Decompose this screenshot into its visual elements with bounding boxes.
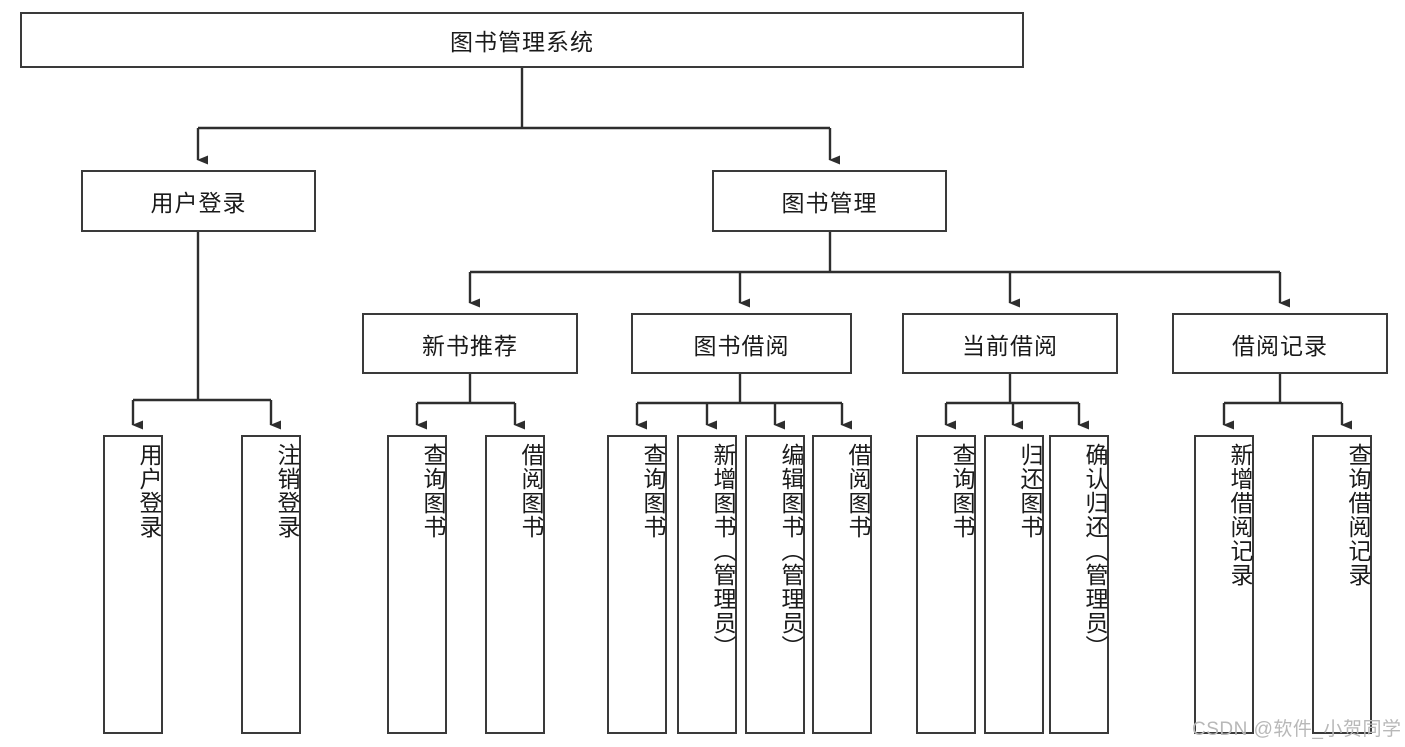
node-label: 新书推荐 (422, 332, 518, 359)
leaf-current-borrow-return-book[interactable]: 归还图书 (984, 435, 1044, 734)
node-book-management[interactable]: 图书管理 (712, 170, 947, 232)
leaf-borrow-record-add-record[interactable]: 新增借阅记录 (1194, 435, 1254, 734)
leaf-current-borrow-query-book[interactable]: 查询图书 (916, 435, 976, 734)
node-label: 借阅图书 (518, 443, 544, 539)
node-label: 图书借阅 (693, 332, 790, 359)
node-label: 注销登录 (274, 443, 300, 539)
leaf-new-book-query-book[interactable]: 查询图书 (387, 435, 447, 734)
node-book-borrow[interactable]: 图书借阅 (631, 313, 852, 374)
node-new-book-recommend[interactable]: 新书推荐 (362, 313, 578, 374)
leaf-book-borrow-borrow-book[interactable]: 借阅图书 (812, 435, 872, 734)
node-label: 归还图书 (1017, 443, 1043, 539)
node-label: 图书管理系统 (450, 29, 594, 55)
node-label: 当前借阅 (962, 332, 1058, 359)
leaf-book-borrow-add-book[interactable]: 新增图书（管理员） (677, 435, 737, 734)
node-label: 用户登录 (136, 443, 162, 539)
leaf-user-login-logout[interactable]: 注销登录 (241, 435, 301, 734)
node-label: 查询图书 (640, 443, 666, 539)
leaf-book-borrow-query-book[interactable]: 查询图书 (607, 435, 667, 734)
node-root-system[interactable]: 图书管理系统 (20, 12, 1024, 68)
node-label: 新增借阅记录 (1227, 443, 1253, 587)
node-label: 确认归还（管理员） (1082, 443, 1108, 659)
node-label: 查询图书 (420, 443, 446, 539)
node-label: 借阅图书 (845, 443, 871, 539)
leaf-current-borrow-confirm-return[interactable]: 确认归还（管理员） (1049, 435, 1109, 734)
leaf-book-borrow-edit-book[interactable]: 编辑图书（管理员） (745, 435, 805, 734)
node-label: 查询图书 (949, 443, 975, 539)
node-borrow-record[interactable]: 借阅记录 (1172, 313, 1388, 374)
node-label: 编辑图书（管理员） (778, 443, 804, 659)
node-label: 图书管理 (781, 190, 878, 216)
node-label: 查询借阅记录 (1345, 443, 1371, 587)
leaf-borrow-record-query-record[interactable]: 查询借阅记录 (1312, 435, 1372, 734)
node-label: 新增图书（管理员） (710, 443, 736, 659)
node-current-borrow[interactable]: 当前借阅 (902, 313, 1118, 374)
node-user-login[interactable]: 用户登录 (81, 170, 316, 232)
leaf-new-book-borrow-book[interactable]: 借阅图书 (485, 435, 545, 734)
node-label: 借阅记录 (1232, 332, 1328, 359)
node-label: 用户登录 (150, 190, 247, 216)
leaf-user-login-login[interactable]: 用户登录 (103, 435, 163, 734)
